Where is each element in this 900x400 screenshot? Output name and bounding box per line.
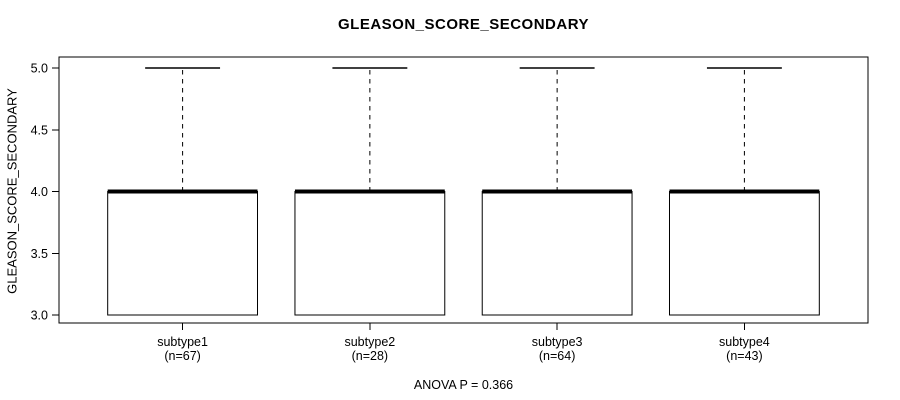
y-tick-label: 3.0 xyxy=(31,309,48,323)
x-category-label: subtype2 xyxy=(344,335,395,349)
x-category-label: subtype1 xyxy=(157,335,208,349)
y-tick-label: 4.0 xyxy=(31,185,48,199)
y-tick-label: 4.5 xyxy=(31,123,48,137)
x-count-label: (n=67) xyxy=(164,349,200,363)
x-count-label: (n=28) xyxy=(352,349,388,363)
anova-annotation: ANOVA P = 0.366 xyxy=(413,378,514,392)
plot-frame xyxy=(58,56,869,324)
x-count-label: (n=64) xyxy=(539,349,575,363)
x-category-label: subtype4 xyxy=(719,335,770,349)
y-tick-label: 5.0 xyxy=(31,62,48,76)
box-subtype2 xyxy=(294,191,446,316)
box-subtype1 xyxy=(107,191,259,316)
x-count-label: (n=43) xyxy=(726,349,762,363)
x-category-label: subtype3 xyxy=(532,335,583,349)
box-subtype4 xyxy=(668,191,820,316)
chart-title: GLEASON_SCORE_SECONDARY xyxy=(338,16,589,33)
y-tick-label: 3.5 xyxy=(31,247,48,261)
box-subtype3 xyxy=(481,191,633,316)
